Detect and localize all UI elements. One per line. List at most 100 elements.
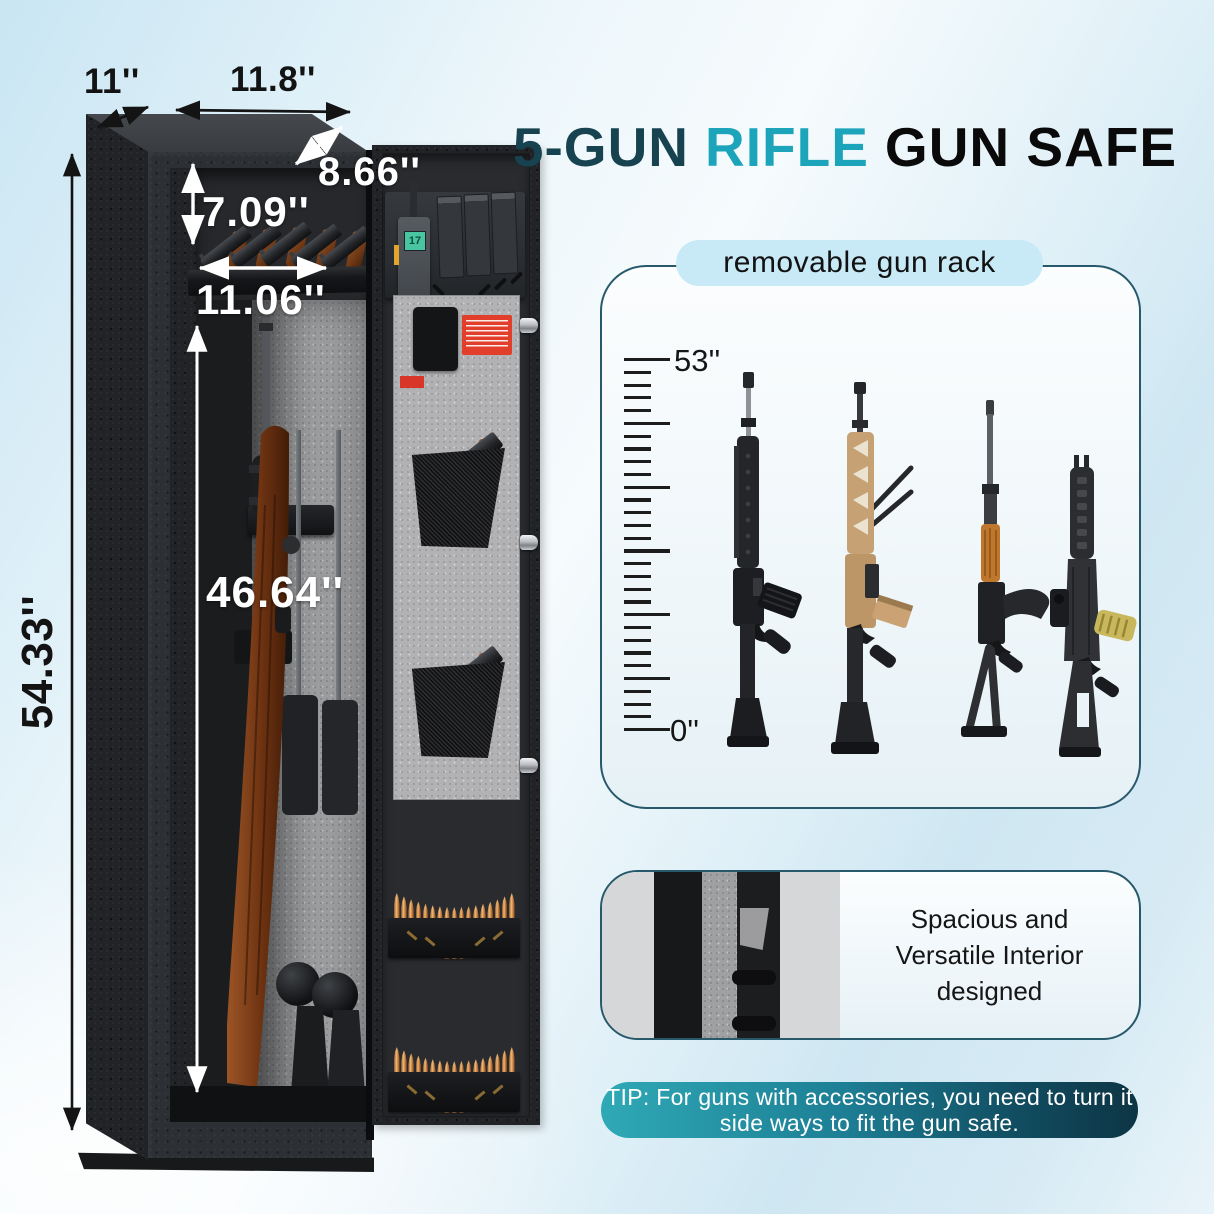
rifle-silhouette-tan [831, 382, 914, 754]
ruler-tick [624, 677, 670, 681]
ruler-tick [624, 460, 651, 464]
width-arrow [174, 100, 352, 122]
rack-glint [474, 936, 486, 947]
tip-banner: TIP: For guns with accessories, you need… [601, 1082, 1138, 1138]
interior-photo [602, 872, 840, 1038]
ruler-tick [624, 409, 651, 413]
ruler-tick [624, 600, 651, 604]
photo-door-pillar [654, 872, 702, 1038]
hinge-gap [366, 150, 374, 1140]
gun-rack-panel: 53'' 0'' [600, 265, 1141, 809]
rack-glint [406, 1084, 418, 1095]
page-title: 5-GUN RIFLE GUN SAFE [513, 114, 1176, 180]
warning-label-text-lines [466, 320, 508, 350]
ruler-tick [624, 587, 651, 591]
rifle-silhouette-g36 [1050, 455, 1137, 757]
ruler-tick [624, 434, 651, 438]
door-depth-label: 8.66'' [318, 150, 421, 194]
small-red-label [400, 376, 424, 388]
rifle-barrel-rod [336, 430, 341, 700]
ruler-tick [624, 574, 651, 579]
ammo-rack-lower [388, 1072, 520, 1112]
title-product: GUN SAFE [884, 116, 1178, 178]
walkie-body [398, 217, 430, 299]
ruler-tick [624, 472, 651, 477]
safe-door: 17 [372, 145, 540, 1125]
photo-strap [732, 970, 776, 985]
rack-glint [492, 930, 504, 941]
rifle-magazine [463, 193, 492, 277]
lock-bolt [520, 535, 538, 550]
battery-box [413, 307, 458, 371]
ruler-tick [624, 396, 651, 400]
ruler-tick [624, 689, 651, 693]
rifle-magazine [436, 195, 465, 279]
ruler-tick [624, 498, 651, 502]
interior-left-wall [170, 168, 196, 1122]
ruler-max-label: 53'' [674, 343, 721, 378]
interior-caption: Spacious and Versatile Interior designed [840, 872, 1139, 1038]
walkie-talkie: 17 [394, 181, 436, 299]
mesh-pocket-lower [411, 662, 505, 758]
interior-floor [170, 1086, 372, 1122]
walkie-screen: 17 [404, 231, 426, 251]
ruler-tick [624, 447, 651, 451]
rifle-silhouette-ar15 [727, 372, 802, 747]
ruler-tick [624, 638, 651, 642]
photo-strap [732, 1016, 776, 1031]
safe-side-face [86, 114, 148, 1160]
ruler-tick [624, 549, 670, 553]
ruler-tick [624, 370, 651, 374]
interior-caption-line1: Spacious and [910, 904, 1069, 934]
ruler-tick [624, 523, 651, 528]
ruler-tick [624, 625, 651, 630]
tip-line2: side ways to fit the gun safe. [719, 1110, 1020, 1136]
wooden-rifle [227, 305, 300, 1088]
rifle-silhouette-ak [961, 400, 1050, 737]
photo-black-strip [737, 872, 780, 1038]
ruler-tick [624, 702, 651, 706]
interior-panel: Spacious and Versatile Interior designed [600, 870, 1141, 1040]
vent-slot [493, 277, 508, 291]
shelf-height-label: 7.09'' [202, 188, 310, 235]
rifle-magazine [490, 191, 519, 275]
title-count: 5-GUN [512, 116, 690, 178]
ruler-tick [624, 728, 670, 732]
ruler-tick [624, 664, 651, 668]
overall-height-label: 54.33'' [13, 594, 62, 730]
ruler-tick [624, 383, 651, 387]
ruler-tick [624, 562, 651, 566]
walkie-antenna [410, 181, 417, 221]
interior-caption-line2: Versatile Interior designed [895, 940, 1084, 1006]
gun-safe-illustration: 17 [0, 0, 560, 1214]
ruler-tick [624, 536, 651, 540]
ruler-min-label: 0'' [670, 713, 700, 748]
ruler-tick [624, 358, 670, 362]
mesh-pocket-upper [411, 448, 505, 548]
rack-glint [424, 1090, 436, 1101]
ruler-tick [624, 613, 670, 617]
title-type: RIFLE [705, 116, 869, 178]
ruler-tick [624, 715, 651, 719]
walkie-side-button [394, 245, 399, 265]
rifle-receiver [322, 700, 358, 815]
rifle-barrel-rod [296, 430, 301, 700]
lock-bolt [520, 318, 538, 333]
rack-glint [474, 1090, 486, 1101]
ruler-tick [624, 485, 670, 489]
shelf-width-label: 11.06'' [196, 276, 326, 323]
tip-line1: TIP: For guns with accessories, you need… [606, 1084, 1133, 1110]
ruler-ticks [624, 358, 674, 738]
rifle-receiver [282, 695, 318, 815]
lock-bolt [520, 758, 538, 773]
rack-glint [406, 930, 418, 941]
warning-label [462, 315, 512, 355]
ammo-rack-upper [388, 918, 520, 958]
photo-felt-strip [702, 872, 737, 1038]
width-label: 11.8'' [230, 60, 316, 99]
rack-glint [492, 1084, 504, 1095]
gun-rack-panel-label: removable gun rack [676, 240, 1043, 286]
ruler-tick [624, 651, 651, 655]
ruler-tick [624, 421, 670, 425]
